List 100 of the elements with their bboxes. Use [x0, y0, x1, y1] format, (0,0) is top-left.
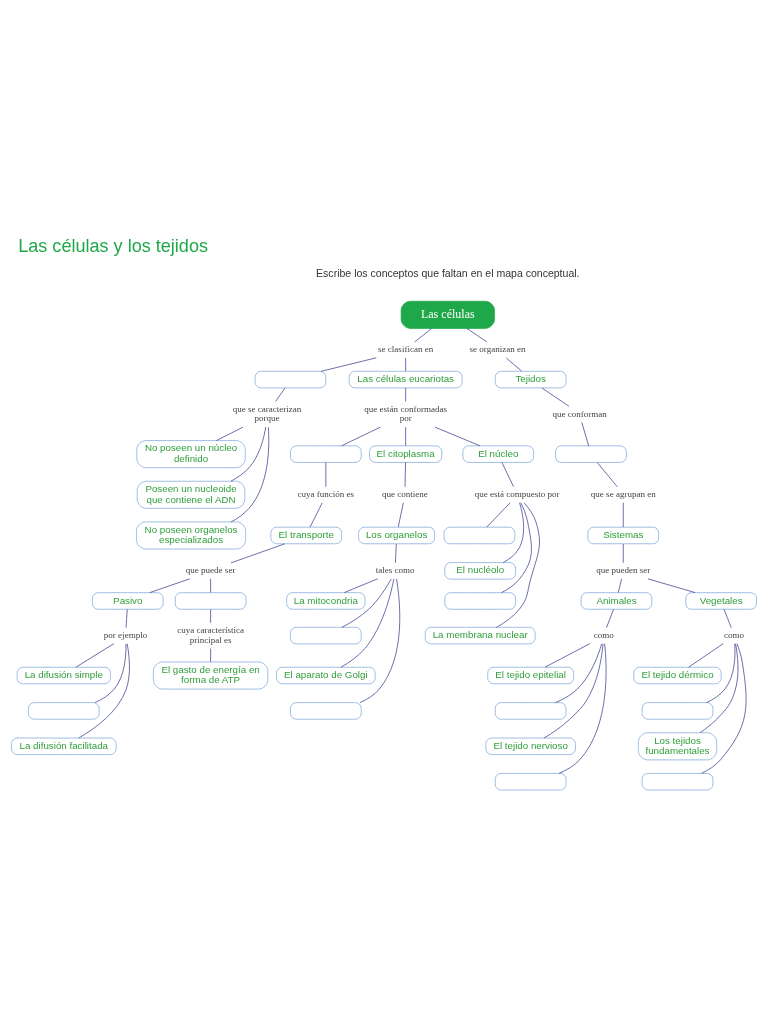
connector: [558, 642, 607, 774]
node-box: No poseen organelos especializados: [136, 521, 246, 549]
connector: [404, 461, 406, 487]
node-text: por ejemplo: [103, 629, 148, 640]
node-text: cuya función es: [297, 488, 355, 499]
connector: [343, 577, 378, 593]
node-box: [174, 591, 247, 610]
node-text: se organizan en: [469, 343, 526, 354]
node-text: que conforman: [552, 408, 607, 419]
node-box: [290, 445, 362, 463]
label: Escribe los conceptos que faltan en el mapa conceptual.: [316, 266, 580, 279]
node-box: [494, 701, 567, 720]
connector: [210, 647, 211, 662]
diagram-title: Las células y los tejidos: [18, 235, 208, 256]
node-text: que contiene: [381, 488, 428, 499]
node-box: [641, 772, 714, 790]
connector: [723, 608, 732, 628]
connector: [341, 426, 381, 446]
connector: [617, 577, 622, 593]
node-text: que están conformadas por: [364, 403, 447, 423]
node-box: La membrana nuclear: [424, 626, 536, 644]
connector: [581, 421, 589, 446]
connector: [94, 642, 127, 703]
connector: [216, 426, 244, 441]
connector: [505, 357, 523, 372]
connector: [320, 356, 377, 372]
node-text: cuya característica principal es: [177, 624, 245, 645]
connector: [405, 387, 407, 402]
node-box: [555, 445, 627, 463]
connector: [596, 461, 618, 487]
connector: [210, 577, 211, 593]
node-box: Tejidos: [494, 370, 567, 388]
connector: [397, 501, 404, 527]
node-box: El gasto de energía en forma de ATP: [153, 661, 269, 689]
node-box: [290, 626, 362, 644]
connector: [149, 577, 191, 593]
node-box: Animales: [580, 591, 653, 610]
node-box: La difusión simple: [16, 666, 111, 684]
connector: [434, 426, 481, 446]
node-box: [494, 772, 567, 790]
node-text: que se caracterizan porque: [232, 403, 302, 423]
connector: [606, 608, 614, 628]
node-box: Sistemas: [587, 526, 660, 544]
node-box: El nucléolo: [444, 561, 516, 579]
connector: [701, 642, 747, 774]
node-box: [254, 370, 327, 388]
node-box: [641, 701, 714, 720]
node-text: que puede ser: [185, 564, 236, 575]
node-box: [28, 701, 100, 720]
connector: [230, 542, 286, 563]
connector: [466, 327, 488, 342]
connector: [341, 578, 392, 628]
connector: [359, 578, 401, 703]
node-box: La mitocondria: [286, 591, 366, 610]
connector: [75, 642, 115, 668]
node-text: como: [723, 629, 744, 640]
connector: [706, 642, 736, 703]
node-box: El transporte: [270, 526, 342, 544]
node-text: que se agrupan en: [590, 488, 656, 499]
node-box: [290, 701, 362, 720]
connector: [125, 608, 128, 628]
node-box: [443, 526, 516, 544]
node-box: Los organelos: [358, 526, 435, 544]
node-box: Las células eucariotas: [348, 370, 463, 388]
node-text: que pueden ser: [596, 564, 651, 575]
node-box: El tejido epitelial: [487, 666, 574, 684]
node-box: El citoplasma: [369, 445, 443, 463]
connector: [544, 642, 591, 668]
connector: [622, 501, 624, 527]
connector: [622, 543, 624, 563]
connector: [340, 578, 395, 668]
connector: [309, 501, 323, 527]
node-box: El aparato de Golgi: [276, 666, 376, 684]
connector: [543, 642, 604, 738]
connector: [405, 426, 407, 446]
node-box: El núcleo: [462, 445, 535, 463]
connector: [541, 387, 570, 407]
connector: [555, 642, 603, 703]
node-box: El tejido nervioso: [485, 737, 576, 755]
connector: [275, 387, 286, 402]
connector: [395, 543, 397, 563]
node-box: Las células: [400, 300, 495, 329]
connector: [647, 577, 696, 593]
node-box: [444, 591, 516, 610]
connector: [496, 502, 540, 628]
node-box: El tejido dérmico: [633, 666, 722, 684]
connector: [688, 642, 724, 668]
node-box: Vegetales: [685, 591, 757, 610]
node-text: tales como: [375, 564, 415, 575]
node-box: La difusión facilitada: [11, 737, 117, 755]
connector: [414, 327, 432, 342]
connector: [502, 501, 524, 563]
connector: [501, 461, 514, 487]
connector: [78, 642, 130, 738]
connector: [210, 608, 211, 623]
node-box: No poseen un núcleo definido: [136, 439, 246, 468]
connector: [405, 357, 407, 372]
node-text: como: [593, 629, 614, 640]
connector: [486, 501, 511, 527]
node-box: Pasivo: [92, 591, 164, 610]
